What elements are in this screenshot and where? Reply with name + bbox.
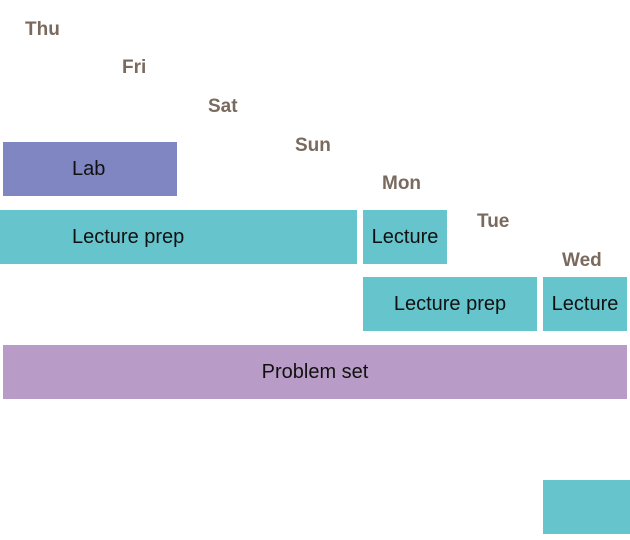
day-label-tue: Tue bbox=[477, 211, 510, 232]
day-label-wed: Wed bbox=[562, 250, 602, 271]
block-lecture-2: Lecture bbox=[543, 277, 627, 331]
block-problem-set: Problem set bbox=[3, 345, 627, 399]
day-label-sat: Sat bbox=[208, 96, 238, 117]
block-lecture-1: Lecture bbox=[363, 210, 447, 264]
block-lab-label: Lab bbox=[72, 157, 106, 180]
block-lecture-prep-1-label: Lecture prep bbox=[72, 225, 185, 248]
day-label-fri: Fri bbox=[122, 57, 147, 78]
block-unlabeled bbox=[543, 480, 630, 534]
block-lecture-1-label: Lecture bbox=[371, 225, 439, 248]
day-label-mon: Mon bbox=[382, 173, 422, 194]
block-lecture-2-label: Lecture bbox=[551, 292, 619, 315]
block-lecture-prep-1: Lecture prep bbox=[0, 210, 357, 264]
block-lecture-prep-2-label: Lecture prep bbox=[393, 292, 507, 315]
day-label-thu: Thu bbox=[25, 19, 60, 40]
block-problem-set-label: Problem set bbox=[261, 360, 369, 383]
block-lecture-prep-2: Lecture prep bbox=[363, 277, 537, 331]
day-label-sun: Sun bbox=[295, 135, 331, 156]
block-lab: Lab bbox=[3, 142, 177, 196]
